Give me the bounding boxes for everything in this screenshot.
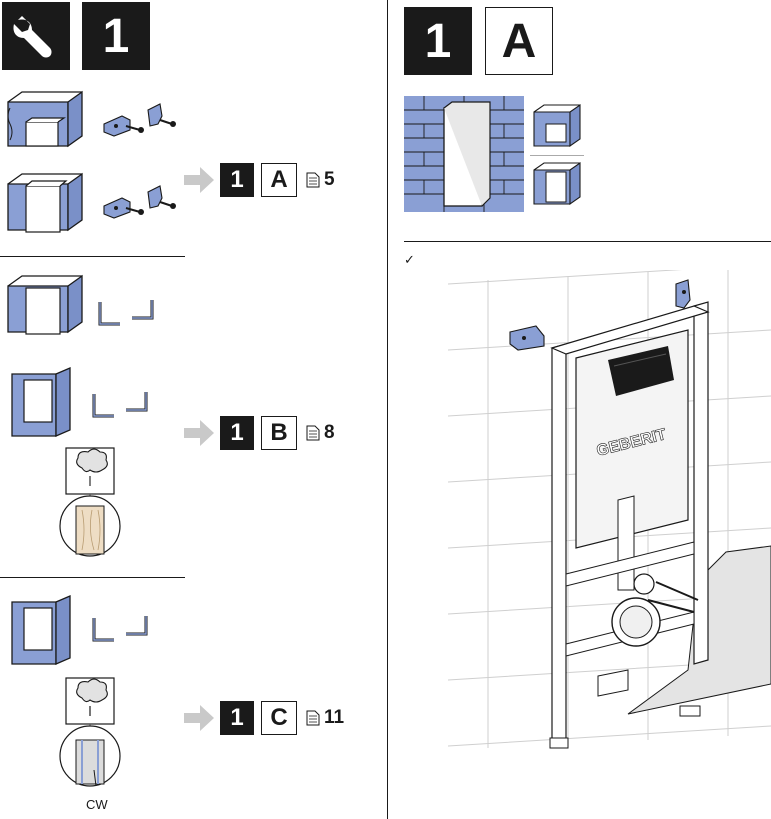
reference-step-number: 1 xyxy=(220,701,254,735)
variant-letter-box: A xyxy=(485,7,553,75)
arrow-right-icon xyxy=(184,705,214,731)
section-divider-1 xyxy=(0,256,185,257)
corner-wall-small-illustration-1 xyxy=(532,102,582,148)
timber-stud-illustration-1 xyxy=(8,366,76,438)
reference-step-number: 1 xyxy=(220,163,254,197)
small-divider xyxy=(530,155,584,156)
brick-wall-illustration xyxy=(404,96,524,212)
angle-bracket-illustration-2 xyxy=(90,388,156,422)
reference-variant-letter: B xyxy=(261,416,297,450)
reference-1a[interactable]: 1 A 5 xyxy=(184,162,335,198)
right-section-divider xyxy=(404,241,771,242)
section-divider-2 xyxy=(0,577,185,578)
angle-bracket-illustration-3 xyxy=(90,612,156,646)
wrench-icon xyxy=(10,10,62,62)
cw-label: CW xyxy=(86,797,108,812)
step-number-box: 1 xyxy=(82,2,150,70)
right-step-number: 1 xyxy=(425,14,452,69)
reference-page-number: 11 xyxy=(324,707,344,729)
checkmark: ✓ xyxy=(404,252,415,268)
bracket-pair-illustration-2 xyxy=(100,184,180,226)
reference-variant-letter: A xyxy=(261,163,297,197)
document-icon xyxy=(306,425,320,441)
reference-variant-letter: C xyxy=(261,701,297,735)
angle-bracket-illustration-1 xyxy=(96,296,162,330)
corner-wall-illustration-3 xyxy=(6,272,84,344)
reference-step-number: 1 xyxy=(220,416,254,450)
right-step-number-box: 1 xyxy=(404,7,472,75)
variant-letter: A xyxy=(502,14,537,69)
step-number: 1 xyxy=(103,9,130,64)
corner-wall-small-illustration-2 xyxy=(532,160,582,206)
corner-wall-illustration-1 xyxy=(6,88,84,158)
reference-page-number: 5 xyxy=(324,169,335,191)
column-divider xyxy=(387,0,388,819)
arrow-right-icon xyxy=(184,167,214,193)
document-icon xyxy=(306,172,320,188)
reference-page-number: 8 xyxy=(324,422,335,444)
installation-frame-illustration: GEBERIT xyxy=(448,270,771,760)
arrow-right-icon xyxy=(184,420,214,446)
metal-stud-material-illustration xyxy=(52,676,132,788)
document-icon xyxy=(306,710,320,726)
reference-1b[interactable]: 1 B 8 xyxy=(184,415,335,451)
wood-material-illustration-1 xyxy=(52,446,132,558)
stud-wall-illustration xyxy=(8,594,76,666)
bracket-pair-illustration-1 xyxy=(100,102,180,144)
wrench-header-box xyxy=(2,2,70,70)
corner-wall-illustration-2 xyxy=(6,170,84,242)
reference-1c[interactable]: 1 C 11 xyxy=(184,700,344,736)
